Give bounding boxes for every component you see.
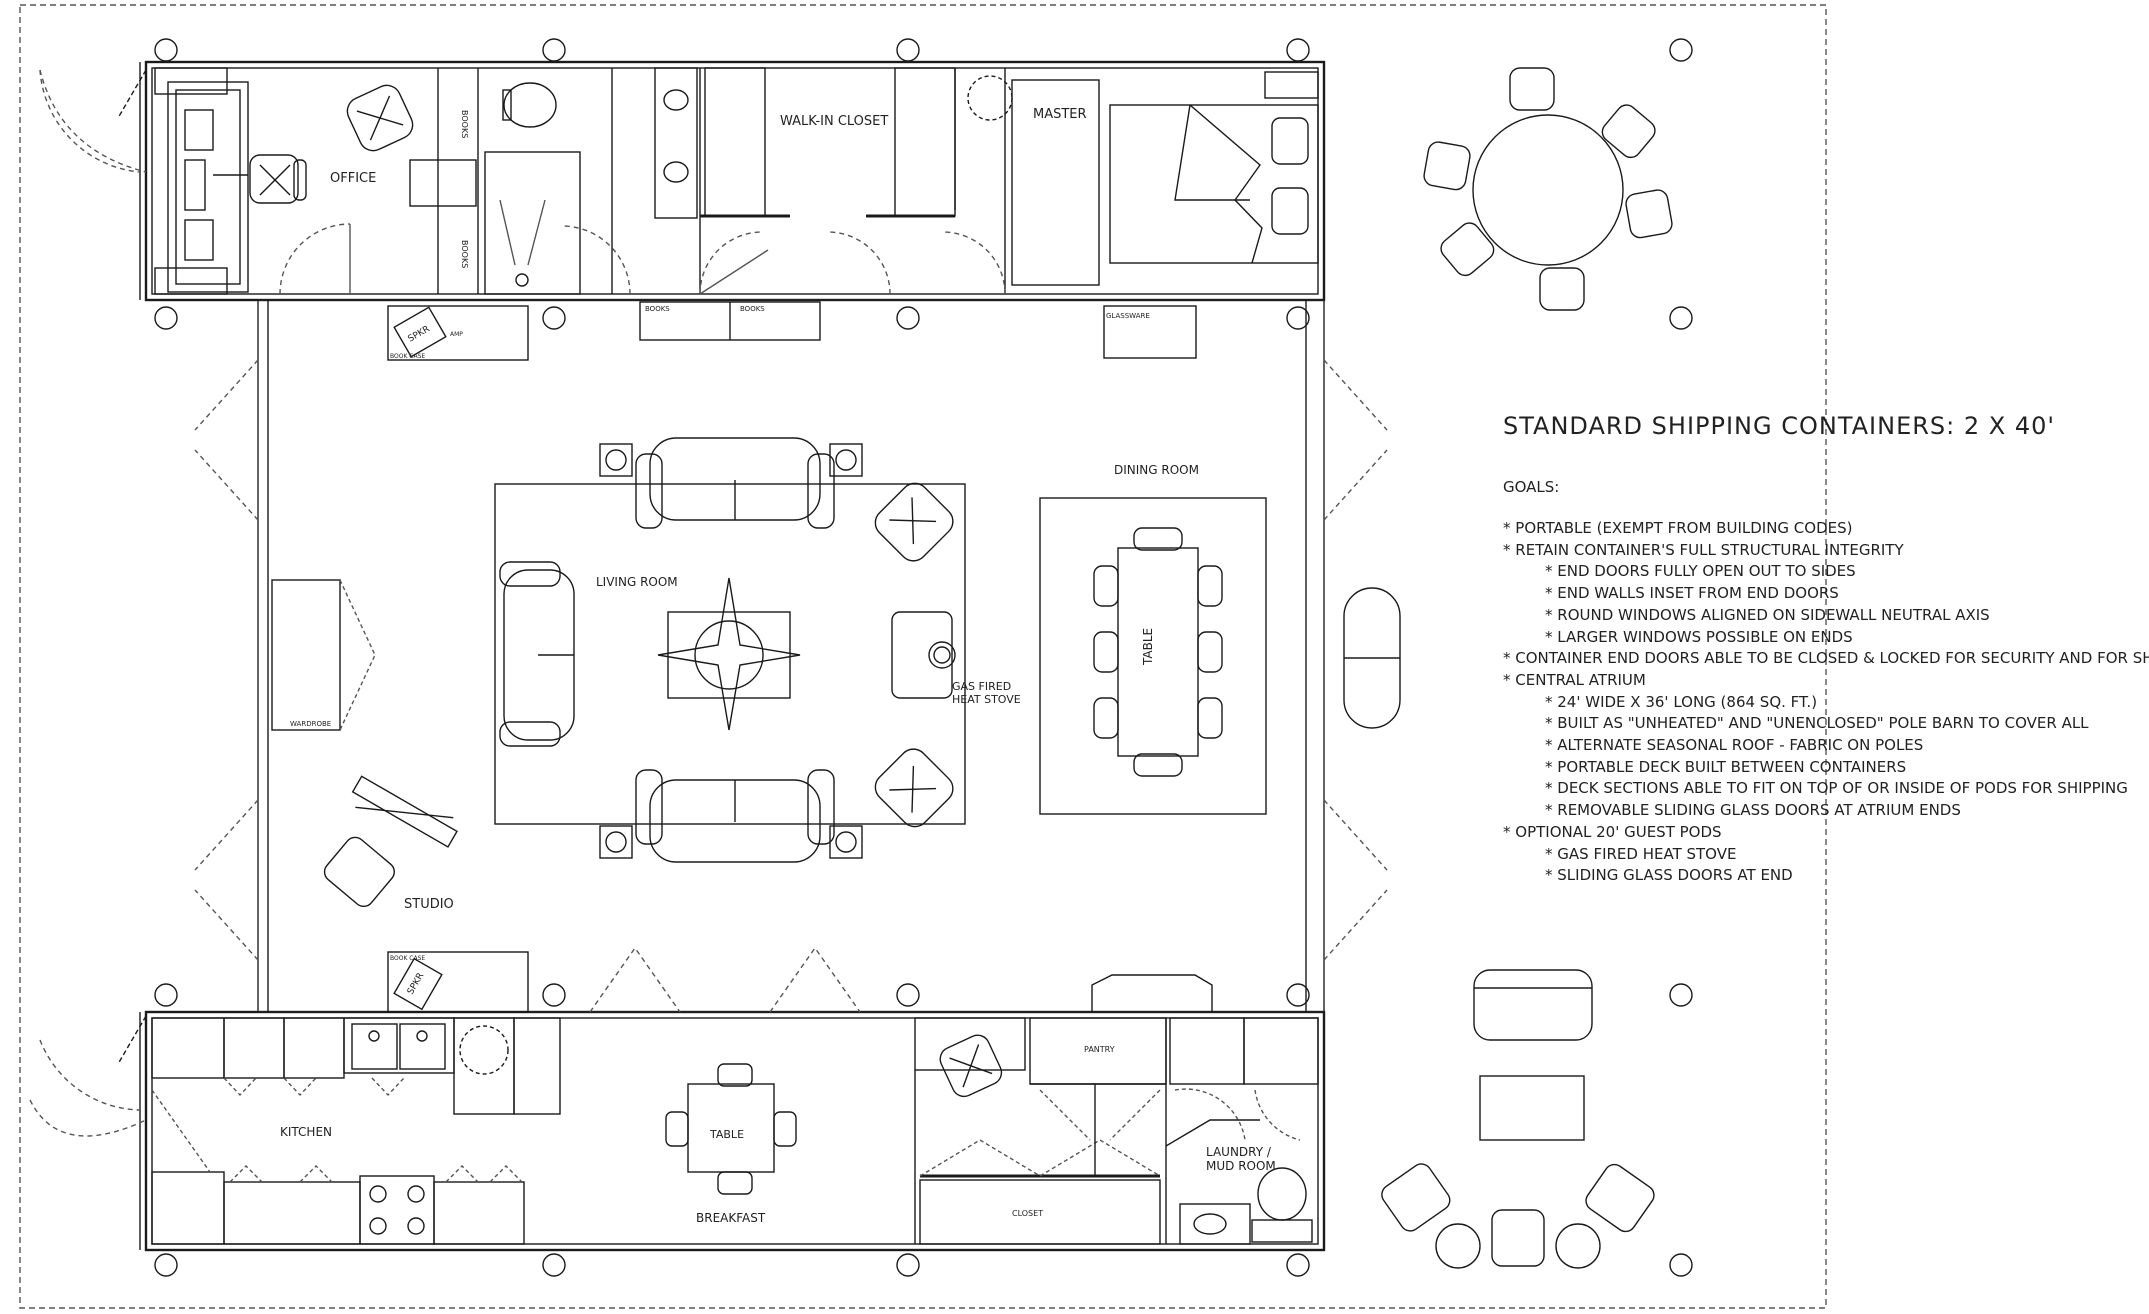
outdoor-round-table bbox=[1423, 67, 1673, 311]
label-stove-2: HEAT STOVE bbox=[952, 693, 1021, 706]
atrium bbox=[194, 299, 1388, 1013]
room-label-dining-room: DINING ROOM bbox=[1114, 463, 1199, 477]
label-stove-1: GAS FIRED bbox=[952, 680, 1011, 693]
label-books-3: BOOKS bbox=[645, 305, 670, 313]
room-label-living-room: LIVING ROOM bbox=[596, 575, 678, 589]
label-spkr-bottom: SPKR bbox=[406, 971, 426, 996]
goal-item: * OPTIONAL 20' GUEST PODS bbox=[1503, 822, 1722, 841]
goal-item: * RETAIN CONTAINER'S FULL STRUCTURAL INT… bbox=[1503, 540, 1904, 559]
goal-item: * LARGER WINDOWS POSSIBLE ON ENDS bbox=[1545, 627, 1853, 646]
room-labels: OFFICE WALK-IN CLOSET MASTER LIVING ROOM… bbox=[280, 107, 1276, 1225]
goal-item: * CENTRAL ATRIUM bbox=[1503, 670, 1646, 689]
label-table-breakfast: TABLE bbox=[709, 1128, 744, 1141]
columns bbox=[154, 38, 1693, 1277]
room-label-office: OFFICE bbox=[330, 171, 376, 186]
label-wardrobe: WARDROBE bbox=[290, 720, 331, 728]
room-label-master: MASTER bbox=[1033, 107, 1087, 122]
label-book-case-bottom: BOOK CASE bbox=[390, 955, 425, 962]
label-amp: AMP bbox=[450, 331, 463, 338]
goal-item: * PORTABLE (EXEMPT FROM BUILDING CODES) bbox=[1503, 519, 1853, 537]
room-label-breakfast: BREAKFAST bbox=[696, 1211, 766, 1225]
goal-item: * SLIDING GLASS DOORS AT END bbox=[1545, 866, 1793, 885]
site-boundary bbox=[19, 4, 1827, 1309]
notes-title: STANDARD SHIPPING CONTAINERS: 2 X 40' bbox=[1503, 412, 2055, 440]
label-table-dining: TABLE bbox=[1141, 628, 1155, 666]
goal-item: * ALTERNATE SEASONAL ROOF - FABRIC ON PO… bbox=[1545, 736, 1924, 755]
goal-item: * BUILT AS "UNHEATED" AND "UNENCLOSED" P… bbox=[1545, 714, 2089, 733]
outdoor-lounge bbox=[1381, 969, 1655, 1269]
goal-item: * DECK SECTIONS ABLE TO FIT ON TOP OF OR… bbox=[1545, 779, 2128, 798]
label-book-case-top: BOOK CASE bbox=[390, 353, 425, 360]
goal-item: * CONTAINER END DOORS ABLE TO BE CLOSED … bbox=[1503, 649, 2149, 668]
room-label-closet: CLOSET bbox=[1012, 1209, 1043, 1218]
goal-item: * PORTABLE DECK BUILT BETWEEN CONTAINERS bbox=[1545, 757, 1907, 776]
room-label-pantry: PANTRY bbox=[1084, 1045, 1115, 1054]
goal-item: * GAS FIRED HEAT STOVE bbox=[1545, 844, 1737, 863]
notes-panel: STANDARD SHIPPING CONTAINERS: 2 X 40' GO… bbox=[1503, 412, 2149, 887]
label-glassware: GLASSWARE bbox=[1106, 312, 1150, 320]
goals-heading: GOALS: bbox=[1503, 478, 1560, 496]
label-books-1: BOOKS bbox=[460, 110, 469, 138]
label-books-2: BOOKS bbox=[460, 240, 469, 268]
room-label-studio: STUDIO bbox=[404, 897, 454, 912]
room-label-laundry: LAUNDRY / bbox=[1206, 1145, 1272, 1159]
goal-item: * REMOVABLE SLIDING GLASS DOORS AT ATRIU… bbox=[1545, 801, 1961, 820]
goal-item: * ROUND WINDOWS ALIGNED ON SIDEWALL NEUT… bbox=[1545, 605, 1990, 624]
room-label-mud-room: MUD ROOM bbox=[1206, 1159, 1276, 1173]
label-books-4: BOOKS bbox=[740, 305, 765, 313]
goals-list: * PORTABLE (EXEMPT FROM BUILDING CODES) *… bbox=[1503, 518, 2149, 887]
goal-item: * END DOORS FULLY OPEN OUT TO SIDES bbox=[1545, 562, 1856, 581]
goal-item: * END WALLS INSET FROM END DOORS bbox=[1545, 584, 1839, 603]
room-label-walkin-closet: WALK-IN CLOSET bbox=[780, 114, 888, 129]
top-container bbox=[39, 60, 1326, 302]
goal-item: * 24' WIDE X 36' LONG (864 SQ. FT.) bbox=[1545, 692, 1818, 711]
label-spkr-top: SPKR bbox=[407, 324, 432, 344]
bottom-container bbox=[29, 1010, 1326, 1252]
room-label-kitchen: KITCHEN bbox=[280, 1125, 332, 1139]
